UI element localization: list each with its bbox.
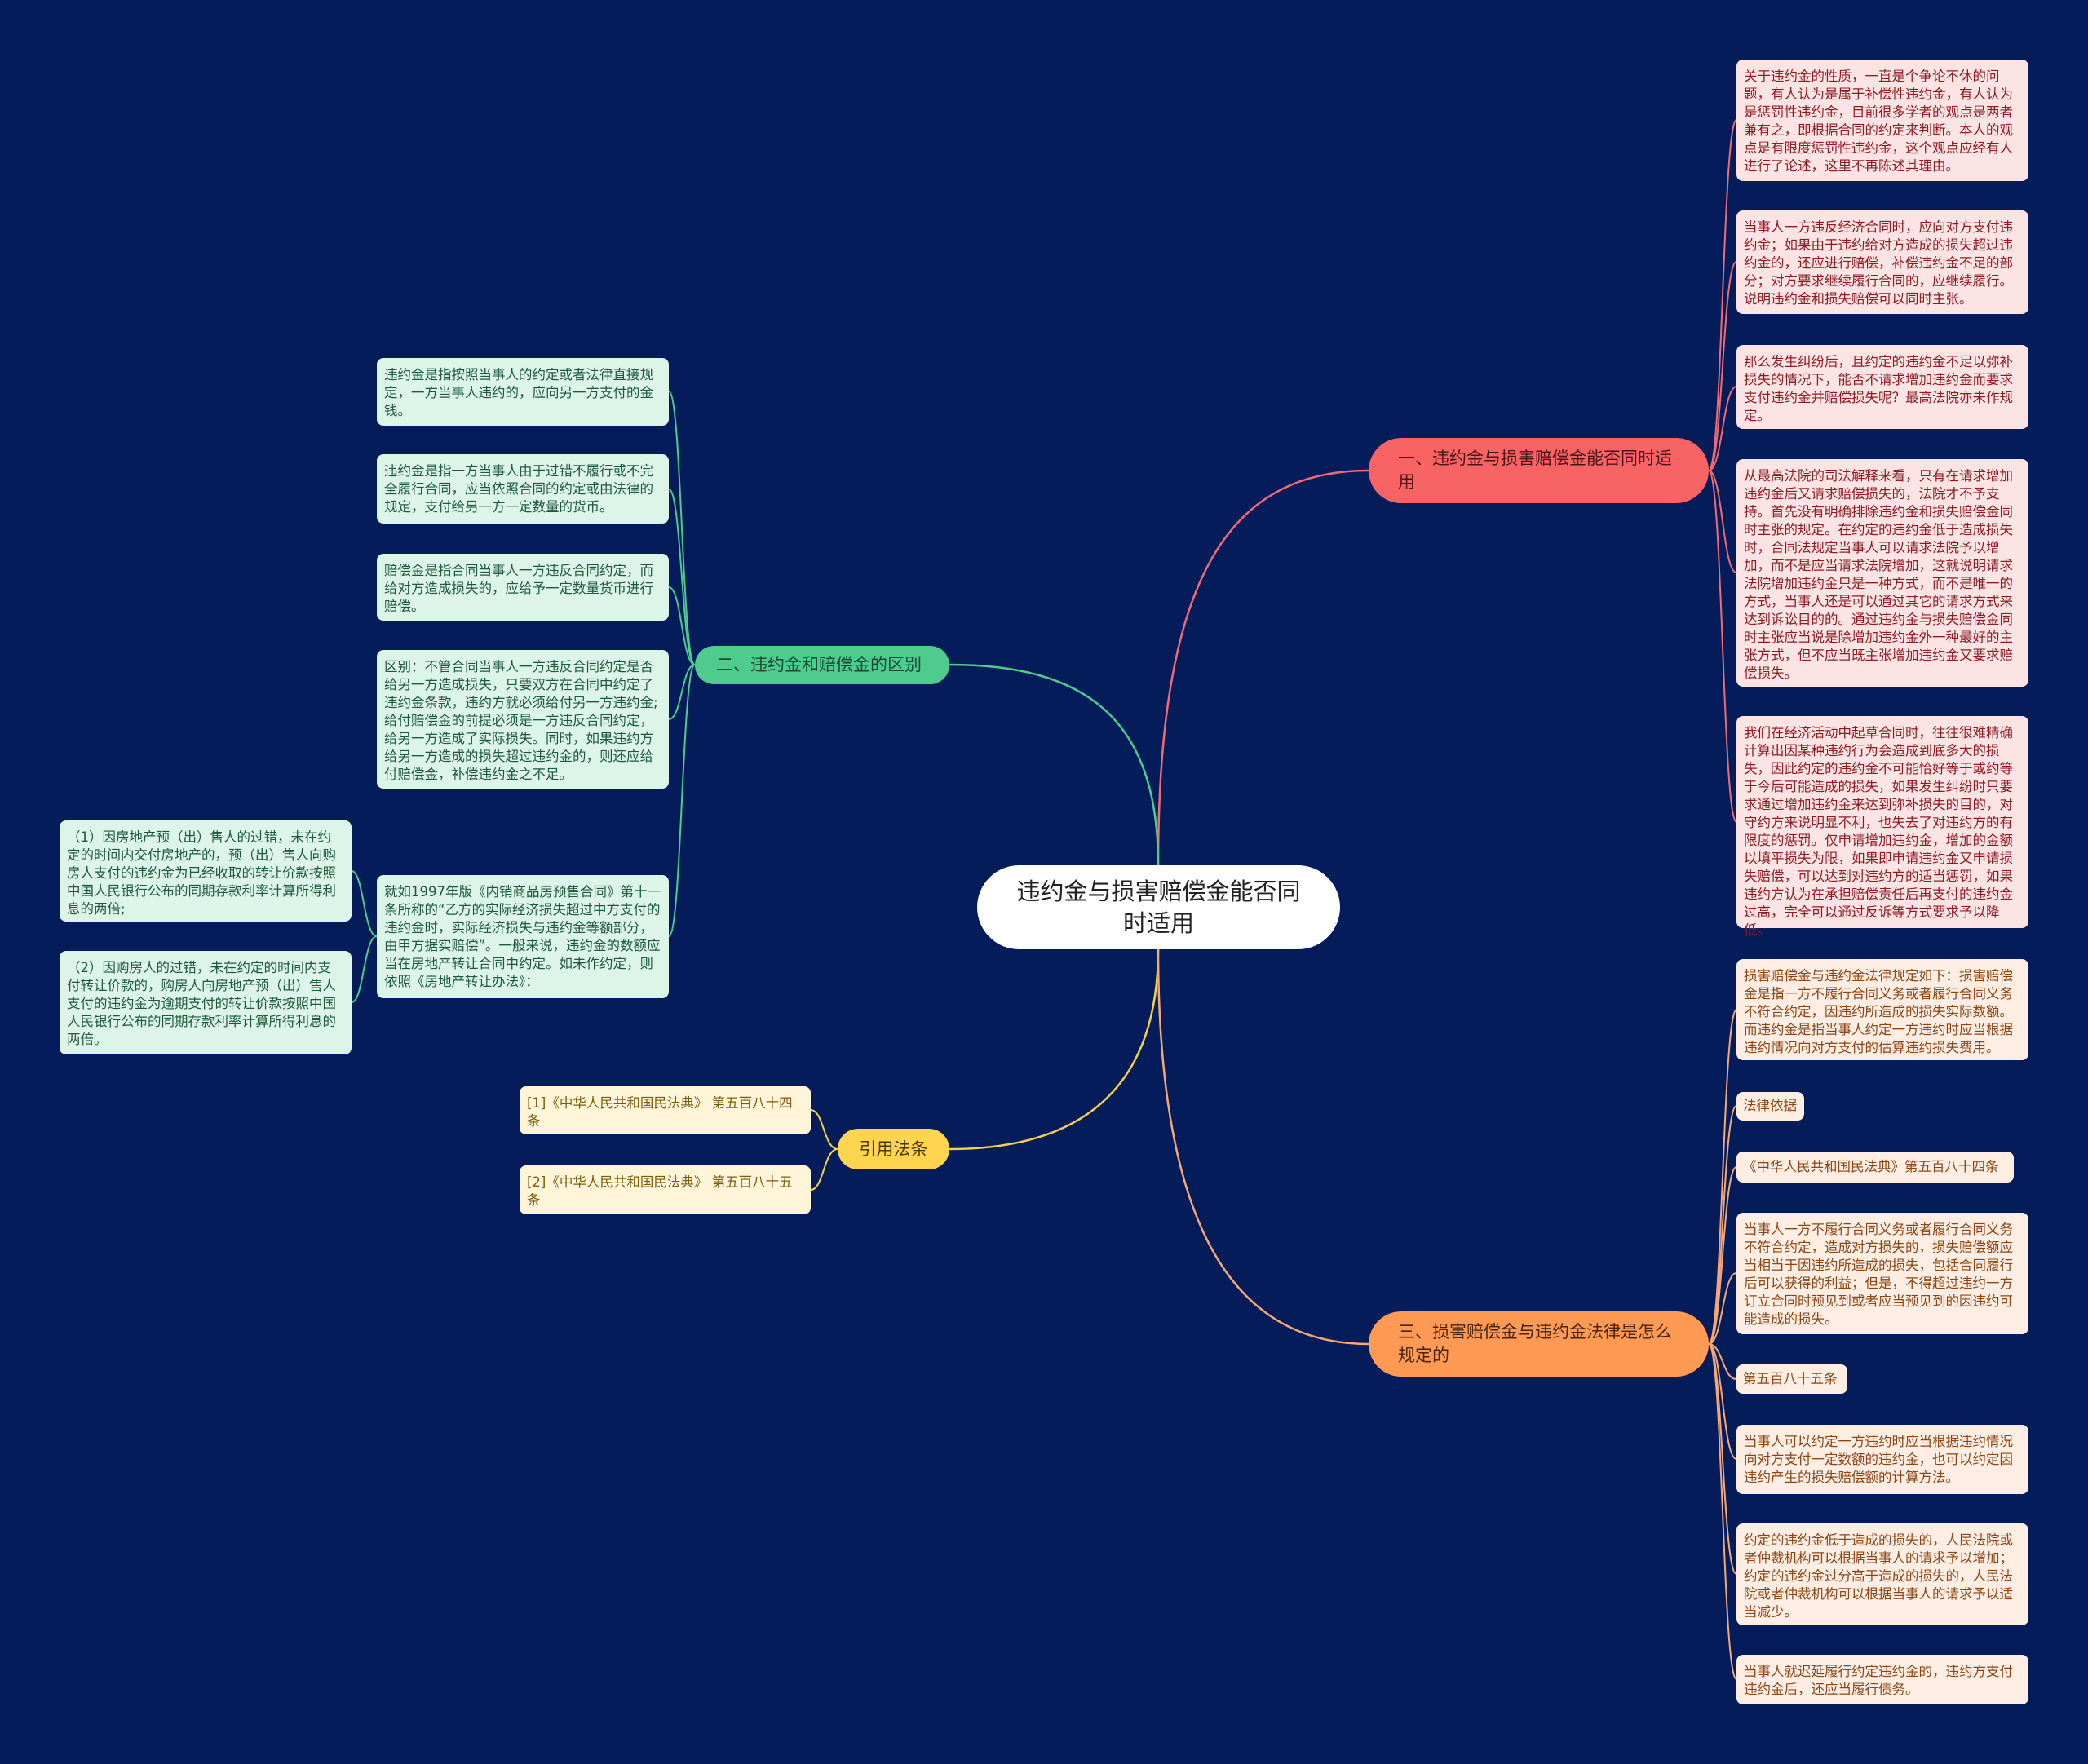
branch-node-1[interactable]: 一、违约金与损害赔偿金能否同时适用 xyxy=(1369,438,1709,503)
sub-leaf-node[interactable]: （2）因购房人的过错，未在约定的时间内支付转让价款的，购房人向房地产预（出）售人… xyxy=(60,951,352,1054)
branch-node-2[interactable]: 二、违约金和赔偿金的区别 xyxy=(695,646,949,684)
leaf-node[interactable]: 区别：不管合同当事人一方违反合同约定是否给另一方造成损失，只要双方在合同中约定了… xyxy=(377,650,669,789)
citation-node[interactable]: [1]《中华人民共和国民法典》 第五百八十四条 xyxy=(520,1086,811,1134)
branch-node-3[interactable]: 引用法条 xyxy=(838,1129,949,1169)
leaf-node[interactable]: 当事人一方不履行合同义务或者履行合同义务不符合约定，造成对方损失的，损失赔偿额应… xyxy=(1736,1213,2028,1334)
branch-node-4[interactable]: 三、损害赔偿金与违约金法律是怎么规定的 xyxy=(1369,1311,1709,1377)
branch-label: 二、违约金和赔偿金的区别 xyxy=(716,655,922,674)
branch-label: 引用法条 xyxy=(859,1138,928,1159)
leaf-node[interactable]: 法律依据 xyxy=(1736,1092,1804,1121)
leaf-node[interactable]: 当事人一方违反经济合同时，应向对方支付违约金；如果由于违约给对方造成的损失超过违… xyxy=(1736,210,2028,314)
leaf-node[interactable]: 约定的违约金低于造成的损失的，人民法院或者仲裁机构可以根据当事人的请求予以增加；… xyxy=(1736,1523,2028,1625)
central-topic[interactable]: 违约金与损害赔偿金能否同时适用 xyxy=(977,865,1340,949)
central-topic-label: 违约金与损害赔偿金能否同时适用 xyxy=(1016,877,1301,937)
leaf-node[interactable]: 关于违约金的性质，一直是个争论不休的问题，有人认为是属于补偿性违约金，有人认为是… xyxy=(1736,60,2028,181)
leaf-node[interactable]: 《中华人民共和国民法典》第五百八十四条 xyxy=(1736,1152,2014,1183)
branch-label: 三、损害赔偿金与违约金法律是怎么规定的 xyxy=(1398,1322,1672,1365)
leaf-node[interactable]: 违约金是指一方当事人由于过错不履行或不完全履行合同，应当依照合同的约定或由法律的… xyxy=(377,454,669,524)
leaf-node[interactable]: 违约金是指按照当事人的约定或者法律直接规定，一方当事人违约的，应向另一方支付的金… xyxy=(377,358,669,426)
leaf-node[interactable]: 那么发生纠纷后，且约定的违约金不足以弥补损失的情况下，能否不请求增加违约金而要求… xyxy=(1736,345,2028,429)
link-center-b3 xyxy=(949,948,1160,1151)
branch-label: 一、违约金与损害赔偿金能否同时适用 xyxy=(1398,449,1672,492)
leaf-node[interactable]: 第五百八十五条 xyxy=(1736,1364,1847,1394)
link-center-b4 xyxy=(1157,948,1369,1346)
leaf-node[interactable]: 赔偿金是指合同当事人一方违反合同约定，而给对方造成损失的，应给予一定数量货币进行… xyxy=(377,554,669,621)
leaf-node[interactable]: 从最高法院的司法解释来看，只有在请求增加违约金后又请求赔偿损失的，法院才不予支持… xyxy=(1736,459,2028,687)
leaf-node[interactable]: 当事人可以约定一方违约时应当根据违约情况向对方支付一定数额的违约金，也可以约定因… xyxy=(1736,1425,2028,1494)
sub-leaf-node[interactable]: （1）因房地产预（出）售人的过错，未在约定的时间内交付房地产的，预（出）售人向购… xyxy=(60,820,352,922)
leaf-node[interactable]: 就如1997年版《内销商品房预售合同》第十一条所称的“乙方的实际经济损失超过中方… xyxy=(377,875,669,998)
link-center-b2 xyxy=(949,663,1160,866)
link-center-b1 xyxy=(1157,469,1369,866)
leaf-node[interactable]: 我们在经济活动中起草合同时，往往很难精确计算出因某种违约行为会造成到底多大的损失… xyxy=(1736,716,2028,938)
leaf-node[interactable]: 当事人就迟延履行约定违约金的，违约方支付违约金后，还应当履行债务。 xyxy=(1736,1655,2028,1704)
citation-node[interactable]: [2]《中华人民共和国民法典》 第五百八十五条 xyxy=(520,1165,811,1214)
leaf-node[interactable]: 损害赔偿金与违约金法律规定如下：损害赔偿金是指一方不履行合同义务或者履行合同义务… xyxy=(1736,959,2028,1060)
